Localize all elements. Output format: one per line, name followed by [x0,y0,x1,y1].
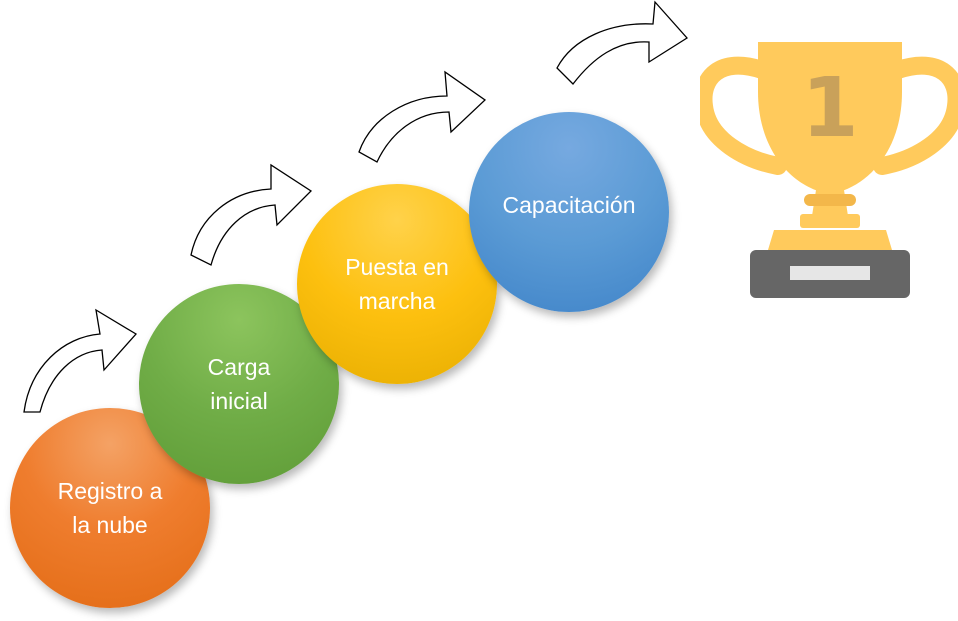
step-capacitacion-circle: Capacitación [469,112,669,312]
step-puesta-circle: Puesta en marcha [297,184,497,384]
curved-arrow-icon [23,308,138,413]
step-label: Carga inicial [207,354,271,414]
step-label: Puesta en marcha [345,254,449,314]
curved-arrow-icon [556,0,688,85]
curved-arrow-icon [358,70,487,163]
curved-arrow-icon [190,163,313,266]
trophy-number: 1 [801,61,858,156]
step-label: Registro a la nube [57,478,163,538]
step-label: Capacitación [502,192,636,218]
trophy-icon: 1 [700,42,958,298]
